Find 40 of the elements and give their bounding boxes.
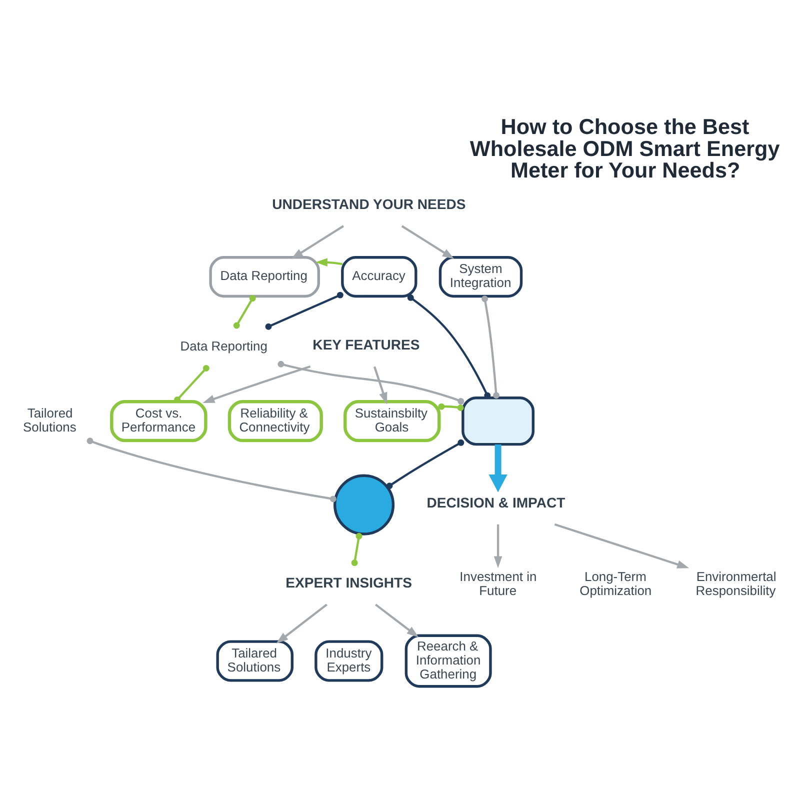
arrow bbox=[290, 225, 344, 260]
node-box: Reearch & Information Gathering bbox=[404, 634, 492, 688]
node-box: Data Reporting bbox=[208, 256, 320, 298]
node-box: Accuracy bbox=[340, 256, 417, 298]
node-box: Sustainsbilty Goals bbox=[343, 400, 440, 442]
connector bbox=[438, 403, 464, 411]
node-text: Tailored Solutions bbox=[22, 405, 76, 434]
node-text: EXPERT INSIGHTS bbox=[285, 574, 412, 590]
node-text: Environmertal Responsibility bbox=[695, 569, 776, 598]
arrow bbox=[400, 225, 454, 260]
node-text: Investment in Future bbox=[459, 569, 536, 598]
node-box: Tailared Solutions bbox=[216, 640, 293, 682]
arrow bbox=[554, 523, 689, 568]
node-text: KEY FEATURES bbox=[312, 336, 420, 353]
connector bbox=[264, 292, 343, 330]
connector bbox=[406, 294, 490, 399]
node-text: UNDERSTAND YOUR NEEDS bbox=[272, 196, 466, 212]
arrow bbox=[372, 366, 387, 404]
arrow bbox=[493, 524, 502, 568]
connector bbox=[350, 532, 362, 566]
node-text: Long-Term Optimization bbox=[579, 569, 652, 598]
node-text: Data Reporting bbox=[180, 338, 267, 354]
connector bbox=[277, 360, 464, 405]
arrow bbox=[314, 258, 342, 266]
node-text: DECISION & IMPACT bbox=[426, 494, 565, 510]
connector bbox=[174, 364, 209, 403]
node-box bbox=[461, 396, 534, 446]
node-box: System Integration bbox=[438, 256, 522, 298]
arrow bbox=[488, 444, 507, 492]
connector bbox=[481, 296, 499, 399]
node-box: Reliability & Connectivity bbox=[227, 400, 322, 442]
connector bbox=[232, 295, 256, 329]
node-box: Cost vs. Performance bbox=[110, 400, 207, 442]
connector bbox=[86, 438, 336, 502]
arrow bbox=[276, 604, 327, 644]
arrow bbox=[202, 366, 310, 404]
diagram-title: How to Choose the Best Wholesale ODM Smart Energy Meter for Your Needs? bbox=[469, 114, 780, 182]
arrow bbox=[374, 604, 418, 638]
connector bbox=[386, 439, 464, 490]
node-box: Industry Experts bbox=[314, 640, 383, 682]
